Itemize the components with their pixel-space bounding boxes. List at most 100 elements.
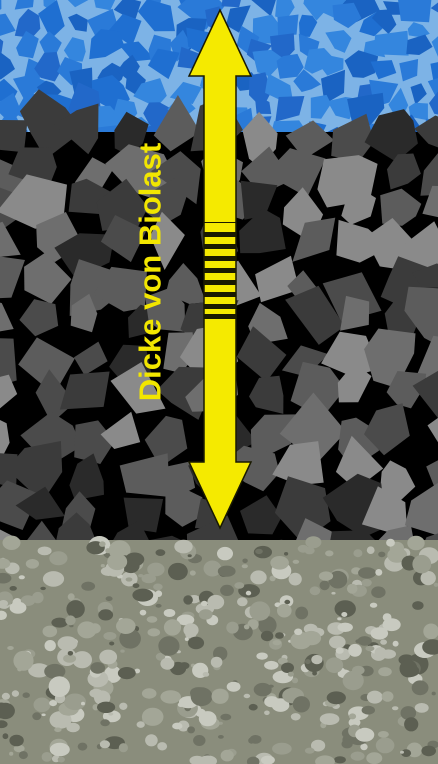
gravel-pebble <box>201 601 208 606</box>
gravel-pebble <box>264 711 270 716</box>
gravel-pebble <box>191 687 213 706</box>
gravel-pebble <box>98 609 113 620</box>
gravel-pebble <box>378 552 385 558</box>
gravel-pebble <box>221 750 234 762</box>
gravel-pebble <box>337 617 341 620</box>
gravel-pebble <box>342 740 353 749</box>
gravel-pebble <box>294 629 302 636</box>
gravel-pebble <box>99 541 106 547</box>
gravel-pebble <box>107 553 127 570</box>
gravel-pebble <box>190 570 196 575</box>
gravel-pebble <box>292 678 298 684</box>
gravel-pebble <box>138 574 143 577</box>
gravel-pebble <box>211 657 223 668</box>
gravel-pebble <box>382 691 394 702</box>
gravel-pebble <box>358 636 372 646</box>
gravel-pebble <box>185 637 189 641</box>
gravel-pebble <box>375 569 382 576</box>
gravel-pebble <box>273 640 282 645</box>
gravel-pebble <box>156 604 162 608</box>
gravel-pebble <box>100 719 110 726</box>
arrow-ruler-mark <box>204 292 236 297</box>
gravel-pebble <box>147 563 164 577</box>
gravel-pebble <box>199 711 217 726</box>
gravel-pebble <box>119 743 128 752</box>
gravel-pebble <box>237 597 248 606</box>
gravel-pebble <box>334 756 346 763</box>
arrow-ruler-mark <box>204 268 236 273</box>
gravel-pebble <box>320 581 330 591</box>
gravel-pebble <box>10 602 27 614</box>
gravel-pebble <box>109 642 114 646</box>
gravel-pebble <box>81 582 95 591</box>
gravel-pebble <box>289 573 302 586</box>
gravel-pebble <box>270 556 289 570</box>
gravel-pebble <box>376 738 395 754</box>
gravel-pebble <box>164 619 181 635</box>
gravel-pebble <box>284 600 290 604</box>
gravel-pebble <box>188 554 192 557</box>
arrow-ruler-mark <box>204 222 236 223</box>
gravel-pebble <box>371 586 385 598</box>
gravel-pebble <box>187 726 195 733</box>
gravel-pebble <box>349 713 356 719</box>
gravel-pebble <box>140 610 147 616</box>
gravel-pebble <box>220 714 231 721</box>
gravel-pebble <box>19 575 25 579</box>
gravel-pebble <box>183 623 198 637</box>
gravel-pebble <box>168 563 188 580</box>
gravel-pebble <box>100 740 110 748</box>
gravel-pebble <box>355 728 374 742</box>
gravel-pebble <box>407 536 424 551</box>
gravel-pebble <box>275 632 284 639</box>
gravel-pebble <box>358 567 376 578</box>
gravel-pebble <box>158 636 179 656</box>
gravel-pebble <box>248 738 254 744</box>
gravel-pebble <box>255 549 263 554</box>
gravel-layer <box>0 536 438 764</box>
gravel-pebble <box>153 584 163 591</box>
gravel-pebble <box>51 618 67 628</box>
gravel-pebble <box>26 559 39 569</box>
gravel-pebble <box>13 651 33 671</box>
gravel-pebble <box>42 714 46 717</box>
gravel-pebble <box>54 728 61 733</box>
gravel-pebble <box>12 690 19 697</box>
gravel-pebble <box>277 604 292 618</box>
gravel-pebble <box>188 637 204 650</box>
gravel-pebble <box>246 591 251 596</box>
gravel-pebble <box>227 682 241 692</box>
gravel-pebble <box>90 662 105 674</box>
gravel-pebble <box>3 536 21 550</box>
gravel-pebble <box>142 688 157 698</box>
gravel-pebble <box>432 692 436 696</box>
gravel-pebble <box>250 570 266 584</box>
gravel-pebble <box>371 627 389 639</box>
gravel-pebble <box>305 536 321 548</box>
gravel-pebble <box>261 631 273 641</box>
gravel-pebble <box>45 640 56 651</box>
gravel-pebble <box>40 587 46 590</box>
gravel-pebble <box>293 560 300 564</box>
gravel-pebble <box>331 592 335 595</box>
gravel-pebble <box>305 659 311 664</box>
gravel-pebble <box>338 623 353 632</box>
gravel-pebble <box>353 549 362 557</box>
gravel-pebble <box>147 616 158 623</box>
gravel-pebble <box>404 717 418 731</box>
gravel-pebble <box>160 658 174 670</box>
gravel-pebble <box>341 612 347 617</box>
gravel-pebble <box>178 702 185 707</box>
gravel-pebble <box>199 609 213 619</box>
gravel-pebble <box>351 752 365 761</box>
gravel-pebble <box>23 692 30 698</box>
gravel-pebble <box>119 703 127 710</box>
gravel-pebble <box>58 636 78 651</box>
gravel-pebble <box>367 546 375 554</box>
gravel-pebble <box>89 689 102 698</box>
gravel-pebble <box>226 622 238 634</box>
gravel-pebble <box>204 561 222 577</box>
gravel-pebble <box>3 733 9 739</box>
